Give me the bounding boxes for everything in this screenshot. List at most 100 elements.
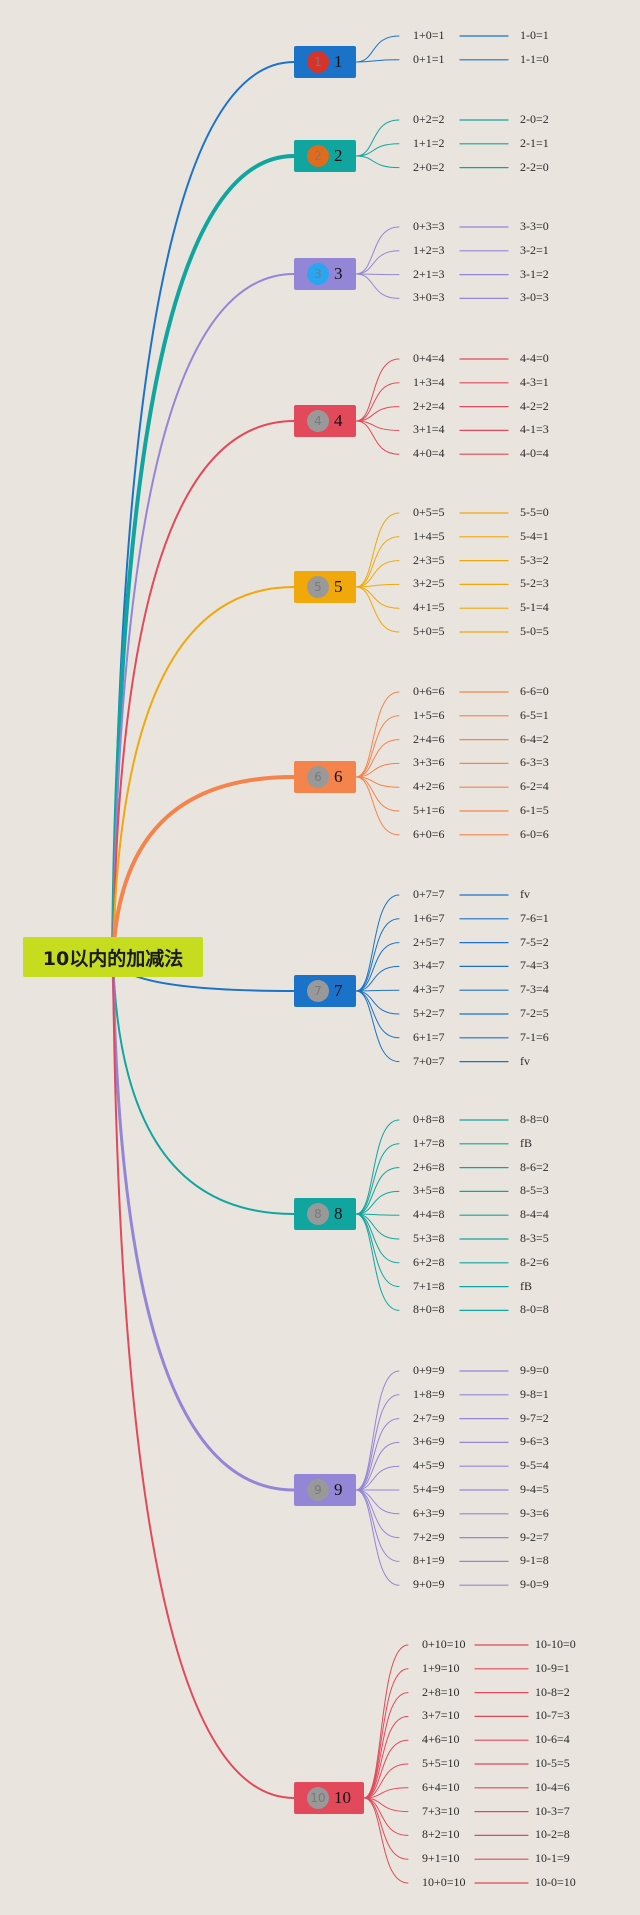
addition-fact[interactable]: 8+1=9: [413, 1553, 445, 1568]
addition-fact[interactable]: 9+0=9: [413, 1577, 445, 1592]
subtraction-fact[interactable]: 3-1=2: [520, 266, 549, 281]
subtraction-fact[interactable]: 4-2=2: [520, 398, 549, 413]
addition-fact[interactable]: 1+2=3: [413, 242, 445, 257]
addition-fact[interactable]: 7+3=10: [422, 1803, 460, 1818]
addition-fact[interactable]: 6+0=6: [413, 826, 445, 841]
subtraction-fact[interactable]: 10-9=1: [535, 1660, 570, 1675]
addition-fact[interactable]: 2+2=4: [413, 398, 445, 413]
subtraction-fact[interactable]: 7-4=3: [520, 958, 549, 973]
addition-fact[interactable]: 0+7=7: [413, 887, 445, 901]
subtraction-fact[interactable]: 4-0=4: [520, 446, 549, 461]
addition-fact[interactable]: 9+1=10: [422, 1851, 460, 1866]
addition-fact[interactable]: 0+10=10: [422, 1637, 466, 1651]
addition-fact[interactable]: 4+5=9: [413, 1458, 445, 1473]
addition-fact[interactable]: 1+3=4: [413, 374, 445, 389]
addition-fact[interactable]: 1+7=8: [413, 1135, 445, 1150]
subtraction-fact[interactable]: 10-6=4: [535, 1732, 570, 1747]
subtraction-fact[interactable]: 8-6=2: [520, 1159, 549, 1174]
addition-fact[interactable]: 0+8=8: [413, 1112, 445, 1126]
subtraction-fact[interactable]: 9-0=9: [520, 1577, 549, 1592]
addition-fact[interactable]: 3+6=9: [413, 1434, 445, 1449]
subtraction-fact[interactable]: fB: [520, 1278, 532, 1293]
subtraction-fact[interactable]: 7-2=5: [520, 1006, 549, 1020]
addition-fact[interactable]: 0+2=2: [413, 112, 445, 126]
addition-fact[interactable]: 5+1=6: [413, 803, 445, 817]
addition-fact[interactable]: 4+0=4: [413, 446, 445, 461]
subtraction-fact[interactable]: 5-5=0: [520, 505, 549, 519]
addition-fact[interactable]: 2+1=3: [413, 266, 445, 281]
addition-fact[interactable]: 2+5=7: [413, 934, 445, 949]
subtraction-fact[interactable]: 1-1=0: [520, 51, 549, 66]
subtraction-fact[interactable]: fv: [520, 1053, 530, 1068]
subtraction-fact[interactable]: fB: [520, 1135, 532, 1150]
subtraction-fact[interactable]: 8-2=6: [520, 1254, 549, 1269]
subtraction-fact[interactable]: 10-10=0: [535, 1637, 576, 1651]
subtraction-fact[interactable]: 10-1=9: [535, 1851, 570, 1866]
subtraction-fact[interactable]: 10-2=8: [535, 1827, 570, 1842]
subtraction-fact[interactable]: 6-4=2: [520, 731, 549, 746]
addition-fact[interactable]: 8+2=10: [422, 1827, 460, 1842]
subtraction-fact[interactable]: 6-2=4: [520, 779, 549, 794]
addition-fact[interactable]: 4+1=5: [413, 600, 445, 615]
addition-fact[interactable]: 1+1=2: [413, 135, 445, 150]
subtraction-fact[interactable]: 9-7=2: [520, 1410, 549, 1425]
subtraction-fact[interactable]: 4-4=0: [520, 351, 549, 365]
subtraction-fact[interactable]: 2-1=1: [520, 135, 549, 150]
addition-fact[interactable]: 2+7=9: [413, 1410, 445, 1425]
subtraction-fact[interactable]: 7-5=2: [520, 934, 549, 949]
addition-fact[interactable]: 4+2=6: [413, 779, 445, 794]
subtraction-fact[interactable]: 5-2=3: [520, 576, 549, 591]
addition-fact[interactable]: 3+4=7: [413, 958, 445, 973]
addition-fact[interactable]: 4+6=10: [422, 1732, 460, 1747]
addition-fact[interactable]: 5+0=5: [413, 624, 445, 638]
subtraction-fact[interactable]: 9-4=5: [520, 1482, 549, 1496]
subtraction-fact[interactable]: 5-4=1: [520, 528, 549, 543]
addition-fact[interactable]: 2+6=8: [413, 1159, 445, 1174]
subtraction-fact[interactable]: 10-8=2: [535, 1684, 570, 1699]
subtraction-fact[interactable]: 2-0=2: [520, 112, 549, 126]
subtraction-fact[interactable]: 6-5=1: [520, 707, 549, 722]
subtraction-fact[interactable]: 9-6=3: [520, 1434, 549, 1449]
addition-fact[interactable]: 7+1=8: [413, 1278, 445, 1293]
addition-fact[interactable]: 0+9=9: [413, 1363, 445, 1377]
addition-fact[interactable]: 1+0=1: [413, 28, 445, 42]
subtraction-fact[interactable]: 9-8=1: [520, 1386, 549, 1401]
subtraction-fact[interactable]: 8-5=3: [520, 1183, 549, 1198]
addition-fact[interactable]: 5+2=7: [413, 1006, 445, 1020]
addition-fact[interactable]: 7+2=9: [413, 1529, 445, 1544]
addition-fact[interactable]: 6+4=10: [422, 1779, 460, 1794]
addition-fact[interactable]: 6+2=8: [413, 1254, 445, 1269]
addition-fact[interactable]: 7+0=7: [413, 1053, 445, 1068]
addition-fact[interactable]: 3+7=10: [422, 1708, 460, 1723]
addition-fact[interactable]: 3+3=6: [413, 755, 445, 770]
subtraction-fact[interactable]: 9-9=0: [520, 1363, 549, 1377]
addition-fact[interactable]: 0+6=6: [413, 684, 445, 698]
subtraction-fact[interactable]: 10-7=3: [535, 1708, 570, 1723]
subtraction-fact[interactable]: fv: [520, 887, 530, 901]
subtraction-fact[interactable]: 1-0=1: [520, 28, 549, 42]
addition-fact[interactable]: 0+1=1: [413, 51, 445, 66]
addition-fact[interactable]: 5+3=8: [413, 1231, 445, 1245]
subtraction-fact[interactable]: 8-0=8: [520, 1302, 549, 1317]
subtraction-fact[interactable]: 6-6=0: [520, 684, 549, 698]
addition-fact[interactable]: 6+1=7: [413, 1029, 445, 1044]
subtraction-fact[interactable]: 10-5=5: [535, 1756, 570, 1770]
subtraction-fact[interactable]: 3-3=0: [520, 219, 549, 233]
subtraction-fact[interactable]: 9-1=8: [520, 1553, 549, 1568]
subtraction-fact[interactable]: 4-3=1: [520, 374, 549, 389]
subtraction-fact[interactable]: 7-1=6: [520, 1029, 549, 1044]
addition-fact[interactable]: 8+0=8: [413, 1302, 445, 1317]
subtraction-fact[interactable]: 6-0=6: [520, 826, 549, 841]
subtraction-fact[interactable]: 6-3=3: [520, 755, 549, 770]
addition-fact[interactable]: 5+4=9: [413, 1482, 445, 1496]
addition-fact[interactable]: 5+5=10: [422, 1756, 460, 1770]
addition-fact[interactable]: 4+4=8: [413, 1207, 445, 1222]
